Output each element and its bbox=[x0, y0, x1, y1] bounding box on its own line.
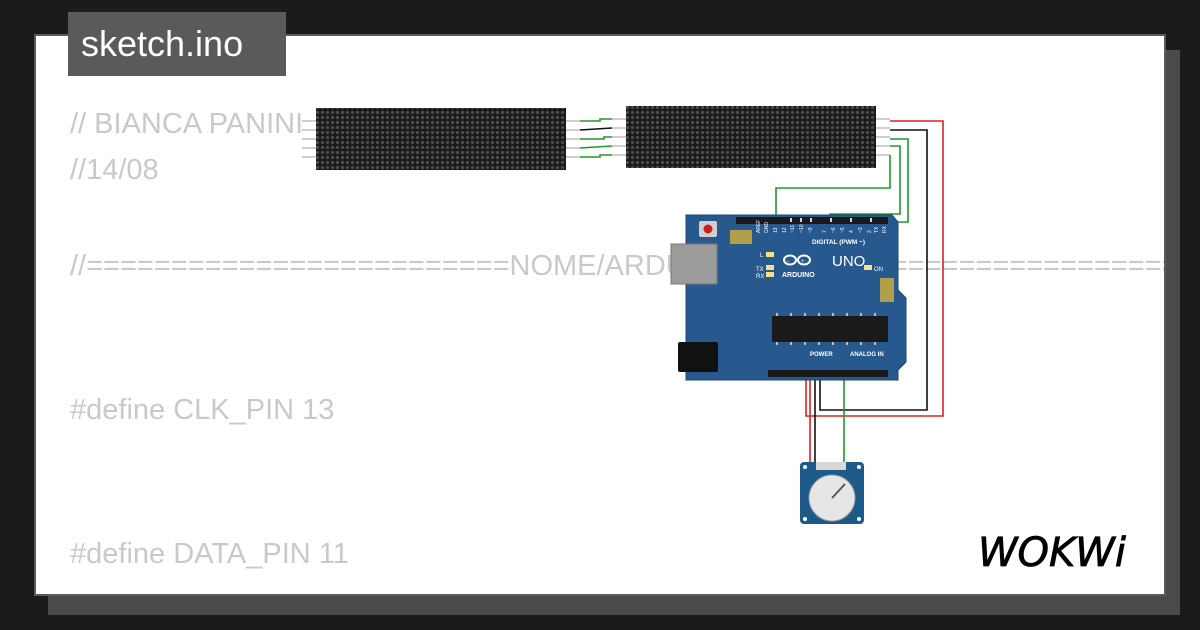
svg-text:AREF: AREF bbox=[756, 220, 762, 233]
led-label-rx: RX bbox=[756, 274, 764, 280]
code-line-3: //=========================NOME/ARDUINO=… bbox=[70, 250, 1166, 282]
svg-text:−: − bbox=[786, 259, 790, 265]
wokwi-logo-text: WOKWi bbox=[978, 530, 1126, 576]
atmega-chip bbox=[772, 316, 888, 342]
svg-text:13: 13 bbox=[773, 227, 779, 233]
led-matrix-1[interactable] bbox=[302, 108, 580, 170]
digital-label: DIGITAL (PWM ~) bbox=[812, 239, 865, 246]
svg-text:~10: ~10 bbox=[799, 224, 805, 233]
svg-text:~5: ~5 bbox=[840, 227, 846, 233]
svg-text:~11: ~11 bbox=[790, 225, 796, 233]
code-line-4: #define CLK_PIN 13 bbox=[70, 394, 335, 426]
file-tab[interactable]: sketch.ino bbox=[68, 12, 286, 76]
svg-text:2: 2 bbox=[867, 230, 873, 233]
svg-text:~3: ~3 bbox=[858, 227, 864, 233]
svg-text:~9: ~9 bbox=[808, 227, 814, 233]
model-label: UNO bbox=[832, 253, 865, 270]
led-label-tx: TX bbox=[756, 267, 764, 273]
canvas-card: // BIANCA PANINI //14/08 //=============… bbox=[34, 34, 1166, 596]
power-header bbox=[768, 370, 840, 377]
code-line-2: //14/08 bbox=[70, 154, 159, 186]
potentiometer[interactable] bbox=[800, 462, 864, 524]
digital-pin-labels: AREF GND 13 12 ~11 ~10 ~9 7 ~6 ~5 4 ~3 2… bbox=[756, 220, 888, 233]
svg-text:~6: ~6 bbox=[831, 227, 837, 233]
analog-header bbox=[840, 370, 888, 377]
matrix-link-wires bbox=[579, 118, 613, 158]
svg-text:4: 4 bbox=[849, 230, 855, 233]
led-label-l: L bbox=[760, 253, 764, 259]
code-line-1: // BIANCA PANINI bbox=[70, 108, 304, 140]
svg-text:GND: GND bbox=[764, 222, 770, 234]
svg-text:TX: TX bbox=[874, 226, 880, 233]
svg-text:+: + bbox=[801, 259, 805, 265]
pot-wires bbox=[809, 372, 845, 471]
on-label: ON bbox=[874, 267, 883, 273]
arduino-uno-board[interactable]: DIGITAL (PWM ~) AREF GND 13 12 ~11 ~10 ~… bbox=[670, 214, 907, 381]
code-line-5: #define DATA_PIN 11 bbox=[70, 538, 349, 570]
power-jack bbox=[678, 342, 718, 372]
usb-connector bbox=[670, 243, 718, 285]
svg-text:12: 12 bbox=[782, 227, 788, 233]
arduino-logo: − + bbox=[783, 254, 811, 266]
brand-label: ARDUINO bbox=[782, 272, 815, 279]
file-tab-label: sketch.ino bbox=[81, 23, 244, 64]
svg-text:7: 7 bbox=[822, 230, 828, 233]
wokwi-logo: WOKWi bbox=[978, 528, 1150, 578]
analog-label: ANALOG IN bbox=[850, 352, 884, 358]
svg-text:RX: RX bbox=[882, 225, 888, 233]
led-matrix-2[interactable] bbox=[612, 106, 890, 168]
power-label: POWER bbox=[810, 352, 833, 358]
